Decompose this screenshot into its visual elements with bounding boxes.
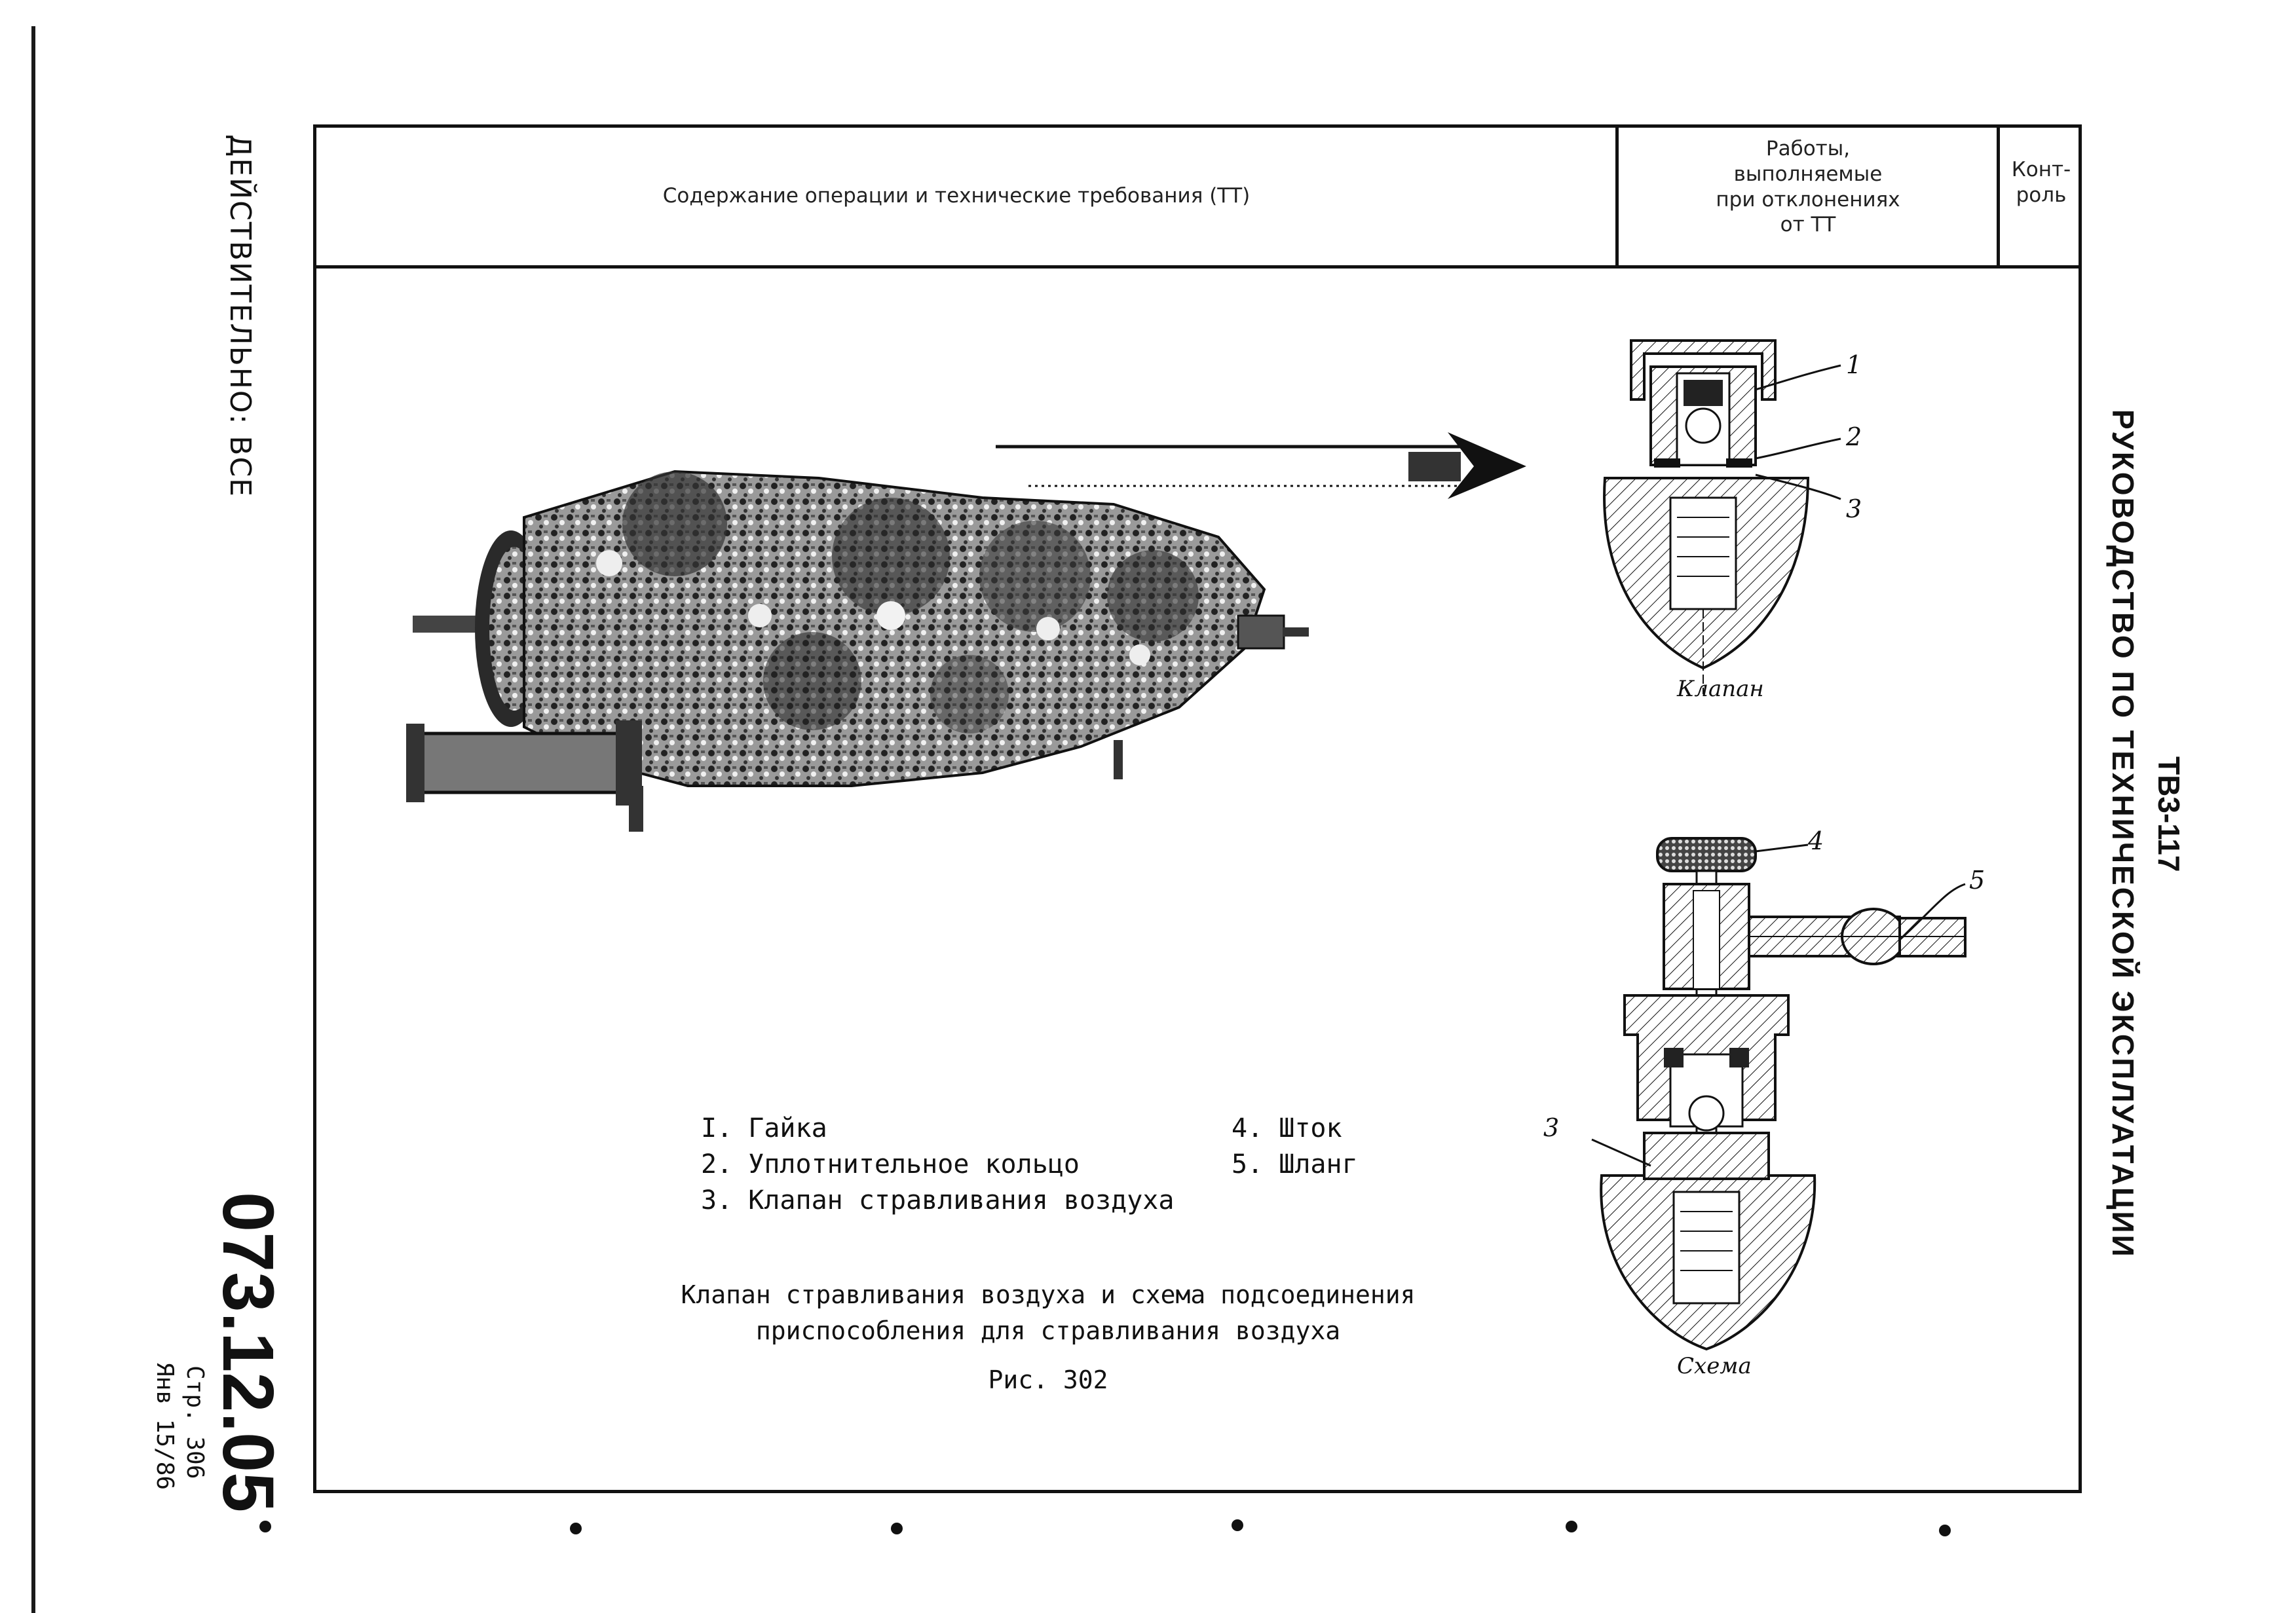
binder-hole: [1232, 1519, 1243, 1531]
legend-item-stem: 4. Шток: [1232, 1113, 1342, 1143]
content-column-header: Содержание операции и технические требов…: [662, 184, 1251, 208]
legend-item-bleed-valve: 3. Клапан стравливания воздуха: [701, 1185, 1175, 1215]
binder-hole: [1566, 1521, 1577, 1532]
valve-section-diagram: [1603, 339, 1841, 694]
binder-hole: [570, 1523, 582, 1534]
engine-model: ТВ3-117: [2152, 756, 2186, 872]
valve-label: Клапан: [1677, 676, 1764, 702]
callout-4: 4: [1808, 826, 1824, 855]
binder-hole: [1939, 1525, 1951, 1536]
figure-number: Рис. 302: [988, 1365, 1108, 1394]
callout-3: 3: [1846, 494, 1862, 523]
legend-item-seal-ring: 2. Уплотнительное кольцо: [701, 1149, 1080, 1179]
header-divider: [313, 265, 2082, 269]
pointer-arrow: [996, 432, 1526, 499]
binder-hole: [891, 1523, 903, 1534]
scheme-label: Схема: [1677, 1353, 1752, 1379]
control-column-header: Конт- роль: [2011, 158, 2071, 207]
effectivity-label: ДЕЙСТВИТЕЛЬНО: ВСЕ: [223, 134, 257, 498]
page-number: Стр. 306: [181, 1365, 208, 1479]
figure-caption-line1: Клапан стравливания воздуха и схема подс…: [681, 1280, 1416, 1309]
document-code: 073.12.05: [208, 1192, 288, 1513]
deviation-column-header: Работы, выполняемые при отклонениях от Т…: [1716, 137, 1900, 237]
bullet-mark: [259, 1521, 271, 1532]
engine-illustration: [406, 470, 1309, 832]
callout-5: 5: [1969, 866, 1985, 895]
revision-date: Янв 15/86: [151, 1362, 178, 1491]
bleed-scheme-diagram: [1591, 837, 1967, 1351]
callout-3b: 3: [1543, 1113, 1560, 1142]
column-divider: [1997, 124, 2000, 267]
manual-title: РУКОВОДСТВО ПО ТЕХНИЧЕСКОЙ ЭКСПЛУАТАЦИИ: [2106, 409, 2140, 1259]
legend-item-hose: 5. Шланг: [1232, 1149, 1358, 1179]
binding-edge: [31, 26, 35, 1613]
column-divider: [1615, 124, 1619, 267]
callout-2: 2: [1846, 422, 1862, 451]
figure-caption-line2: приспособления для стравливания воздуха: [755, 1316, 1341, 1345]
callout-1: 1: [1846, 350, 1862, 379]
form-frame: [313, 124, 2082, 1493]
legend-item-nut: I. Гайка: [701, 1113, 827, 1143]
